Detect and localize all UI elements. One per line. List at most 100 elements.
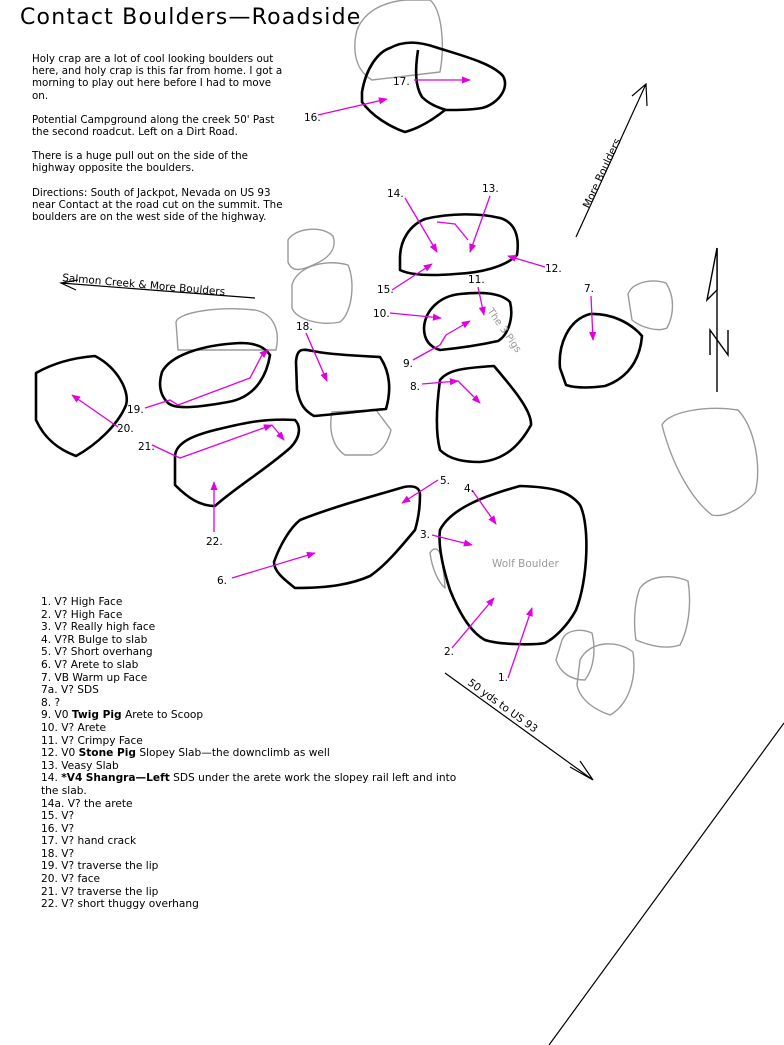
problem-list-item: 14a. V? the arete: [41, 798, 461, 811]
problem-number: 4.: [41, 633, 52, 646]
problem-list-item: 13. Veasy Slab: [41, 760, 461, 773]
north-arrow-icon: [705, 247, 729, 392]
boulder-3-pigs: [422, 291, 513, 352]
boulder-outline: [429, 548, 446, 589]
route-18: [305, 332, 328, 382]
route-14: [404, 197, 438, 253]
problem-description: High Face: [70, 596, 123, 608]
label-8: 8.: [410, 381, 420, 393]
boulder-16-17: [360, 41, 507, 134]
boulder-outline: [576, 643, 635, 716]
route-11: [477, 286, 486, 316]
page-title: Contact Boulders—Roadside: [20, 5, 362, 30]
wolf-boulder: [438, 484, 588, 646]
more-boulders-label: More Boulders: [581, 137, 624, 210]
problem-list-item: 9. V0 Twig Pig Arete to Scoop: [41, 709, 461, 722]
salmon-creek-arrow: [59, 279, 256, 299]
label-14: 14.: [387, 188, 404, 200]
problem-grade: V?: [54, 608, 68, 621]
problem-description: Warm up Face: [72, 671, 148, 684]
intro-paragraph: Potential Campground along the creek 50'…: [32, 113, 275, 139]
label-6: 6.: [217, 575, 227, 587]
problem-description: High Face: [70, 608, 123, 621]
label-17: 17.: [393, 76, 410, 88]
problem-number: 14a.: [41, 797, 65, 810]
route-8: [421, 378, 459, 386]
route-7: [589, 295, 597, 341]
problem-grade: V?: [67, 797, 81, 810]
problem-grade: V?: [61, 898, 75, 911]
problem-grade: *V4: [61, 772, 83, 785]
route-15: [391, 263, 433, 291]
problem-number: 5.: [41, 646, 52, 659]
route-12: [507, 254, 546, 268]
problem-list-item: 5. V? Short overhang: [41, 646, 461, 659]
label-4: 4.: [464, 483, 474, 495]
label-21: 21.: [138, 441, 155, 453]
route-13: [469, 195, 491, 253]
problem-number: 19.: [41, 860, 58, 873]
boulder-5-6: [272, 485, 422, 590]
route-lines: [71, 76, 597, 679]
problem-number: 9.: [41, 709, 52, 722]
problem-list-item: 7. VB Warm up Face: [41, 672, 461, 685]
boulder-outline: [555, 629, 595, 681]
problem-number: 6.: [41, 658, 52, 671]
problem-description: short thuggy overhang: [77, 898, 199, 911]
label-1: 1.: [498, 672, 508, 684]
highway-line: [548, 722, 784, 1045]
problem-description: Arete to slab: [70, 658, 139, 671]
problem-number: 8.: [41, 696, 52, 709]
problem-list-item: 16. V?: [41, 823, 461, 836]
problem-number: 22.: [41, 898, 58, 911]
label-9: 9.: [403, 358, 413, 370]
problem-number: 11.: [41, 734, 58, 747]
problem-name: Stone Pig: [78, 747, 136, 760]
problem-list-item: 8. ?: [41, 697, 461, 710]
problem-grade: V?: [61, 721, 75, 734]
route-9b: [445, 320, 471, 336]
label-15: 15.: [377, 284, 394, 296]
problem-list-item: 2. V? High Face: [41, 609, 461, 622]
problem-list-item: 14. *V4 Shangra—Left SDS under the arete…: [41, 772, 461, 797]
boulder-outline: [287, 228, 335, 271]
problem-number: 16.: [41, 822, 58, 835]
problem-grade: V?: [54, 596, 68, 608]
problem-number: 21.: [41, 885, 58, 898]
route-6: [231, 551, 316, 579]
problem-grade: V0: [54, 709, 69, 722]
problem-grade: V?: [61, 873, 75, 886]
problem-list-item: 4. V?R Bulge to slab: [41, 634, 461, 647]
problem-grade: V?: [61, 835, 75, 848]
problem-number: 10.: [41, 721, 58, 734]
intro-paragraph: Holy crap are a lot of cool looking boul…: [32, 53, 283, 102]
route-3: [431, 534, 473, 547]
label-13: 13.: [482, 183, 499, 195]
label-20: 20.: [117, 423, 134, 435]
roads: [59, 82, 784, 1045]
route-14a: [436, 221, 469, 241]
problem-name: Shangra—Left: [85, 772, 170, 785]
label-22: 22.: [206, 536, 223, 548]
intro-paragraph: Directions: South of Jackpot, Nevada on …: [32, 186, 283, 224]
label-5: 5.: [440, 475, 450, 487]
problem-number: 2.: [41, 608, 52, 621]
problem-name: Twig Pig: [71, 709, 122, 722]
problem-list-item: 7a. V? SDS: [41, 684, 461, 697]
problem-list-item: 10. V? Arete: [41, 722, 461, 735]
problem-list-item: 18. V?: [41, 848, 461, 861]
boulder-19: [158, 341, 272, 409]
problem-description: hand crack: [77, 835, 137, 848]
problem-description: Crimpy Face: [77, 734, 143, 747]
other-boulders: [175, 0, 759, 716]
main-boulders: [34, 41, 644, 646]
route-21: [151, 424, 273, 459]
problem-list-item: 21. V? traverse the lip: [41, 886, 461, 899]
boulder-20: [34, 354, 129, 458]
problem-description: Slopey Slab—the downclimb as well: [139, 747, 330, 760]
route-2: [451, 597, 495, 649]
salmon-creek-label: Salmon Creek & More Boulders: [62, 272, 226, 298]
label-11: 11.: [468, 274, 485, 286]
problem-description: the arete: [83, 797, 133, 810]
